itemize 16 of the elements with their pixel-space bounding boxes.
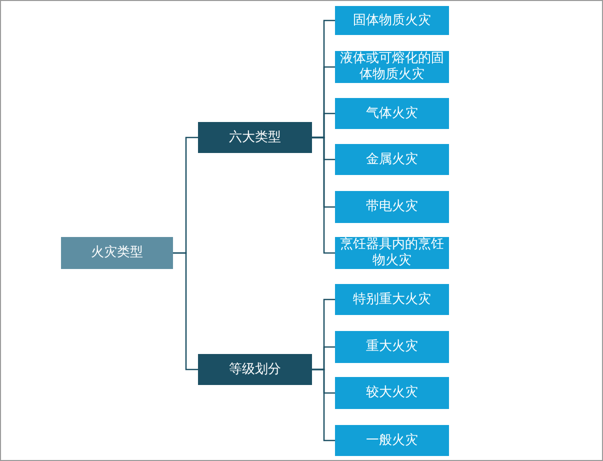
item-box: 烹饪器具内的烹饪物火灾	[335, 237, 449, 269]
item-box: 特别重大火灾	[335, 284, 449, 315]
connector-line	[312, 136, 335, 254]
category-box: 等级划分	[198, 354, 312, 385]
item-box: 固体物质火灾	[335, 6, 449, 35]
item-box: 一般火灾	[335, 425, 449, 456]
root-box: 火灾类型	[61, 237, 173, 269]
item-box: 重大火灾	[335, 331, 449, 363]
connector-line	[173, 252, 198, 370]
item-box: 气体火灾	[335, 98, 449, 129]
item-box: 较大火灾	[335, 377, 449, 409]
item-box: 液体或可熔化的固体物质火灾	[335, 51, 449, 83]
item-box: 带电火灾	[335, 191, 449, 223]
category-box: 六大类型	[198, 122, 312, 153]
connector-line	[312, 368, 335, 442]
item-box: 金属火灾	[335, 144, 449, 175]
